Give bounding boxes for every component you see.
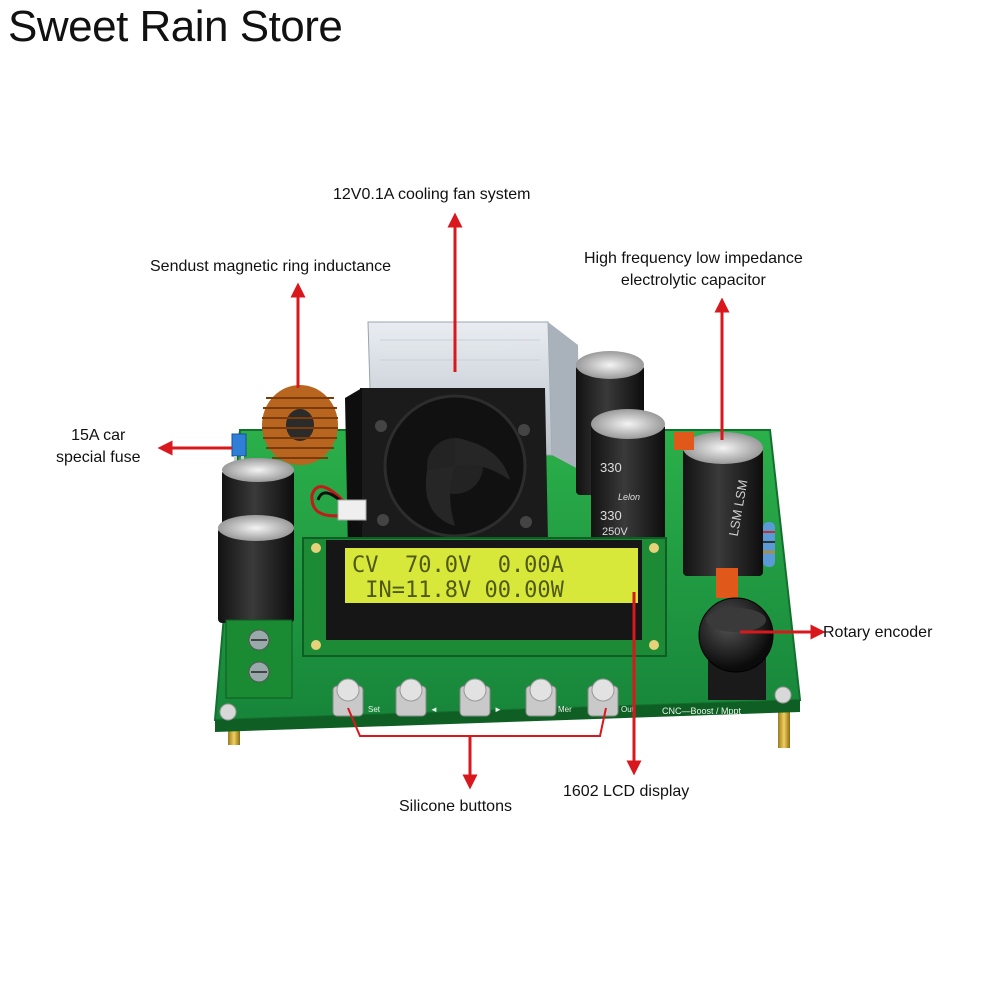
fan-connector [310, 485, 367, 525]
store-title: Sweet Rain Store [8, 2, 343, 51]
button-label-mer: Mer [558, 705, 572, 714]
screw-terminal [225, 619, 293, 699]
cap-value-2: 330 [600, 508, 622, 523]
callout-fuse: 15A car special fuse [56, 425, 141, 469]
callout-fuse-line-1: 15A car [71, 427, 126, 444]
callout-inductance: Sendust magnetic ring inductance [150, 258, 392, 275]
left-button[interactable] [395, 678, 427, 717]
callout-encoder: Rotary encoder [823, 624, 933, 641]
cap-brand: Lelon [618, 492, 640, 502]
board-marking: CNC—Boost / Mppt [662, 706, 742, 716]
button-label-set: Set [368, 705, 381, 714]
cooling-fan [345, 388, 548, 552]
right-button[interactable] [459, 678, 491, 717]
lcd-line-1: CV 70.0V 0.00A [352, 553, 564, 578]
callout-fan: 12V0.1A cooling fan system [333, 186, 531, 203]
button-label-out: Out [621, 705, 635, 714]
lcd-module: CV 70.0V 0.00A IN=11.8V 00.00W [302, 537, 667, 657]
callout-arrows [157, 212, 826, 790]
large-capacitors: 330 Lelon 330 250V LSM LSM [576, 351, 763, 598]
buttons-bracket [347, 707, 607, 737]
callout-capacitor: High frequency low impedance electrolyti… [584, 248, 803, 292]
mer-button[interactable] [525, 678, 557, 717]
callout-fuse-line-2: special fuse [56, 449, 141, 466]
silicone-buttons: Set ◄ ► Mer Out [332, 678, 635, 717]
set-button[interactable] [332, 678, 364, 717]
toroid-inductor [262, 385, 338, 465]
out-button[interactable] [587, 678, 619, 717]
callout-capacitor-line-1: High frequency low impedance [584, 250, 803, 267]
callout-buttons: Silicone buttons [399, 798, 512, 815]
resistor [763, 522, 775, 567]
cap-voltage: 250V [602, 526, 628, 538]
callout-capacitor-line-2: electrolytic capacitor [620, 272, 766, 289]
rotary-encoder[interactable] [698, 597, 774, 700]
lcd-line-2: IN=11.8V 00.00W [352, 578, 565, 603]
callout-lcd: 1602 LCD display [563, 783, 690, 800]
button-label-right: ► [494, 705, 502, 714]
left-capacitors [218, 458, 294, 623]
cap-value-1: 330 [600, 460, 622, 475]
button-label-left: ◄ [430, 705, 438, 714]
